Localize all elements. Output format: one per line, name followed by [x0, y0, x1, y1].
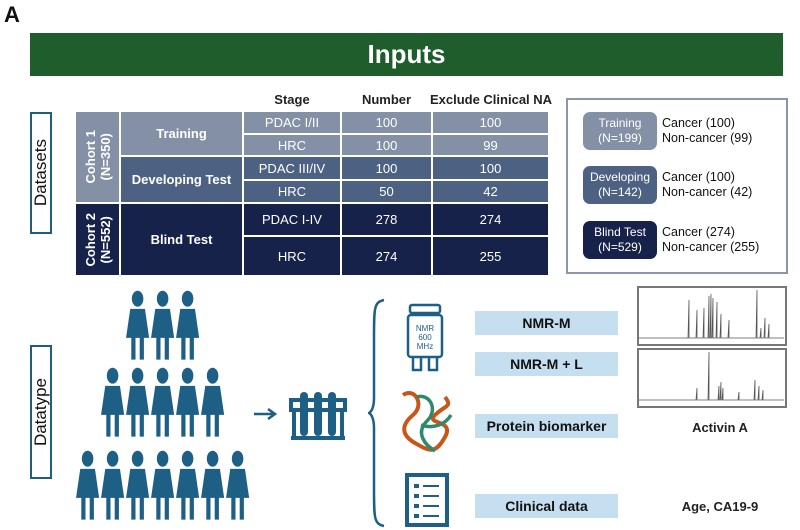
summary-cancer: Cancer (100) [662, 170, 735, 184]
table-cell-exclude: 100 [433, 157, 548, 179]
summary-noncancer: Non-cancer (255) [662, 240, 760, 254]
patient-population-icon [76, 290, 250, 520]
summary-n: (N=199) [598, 131, 642, 145]
cohort-n: (N=552) [97, 215, 113, 264]
table-cell-stage: HRC [244, 181, 340, 202]
person-icon [126, 367, 150, 437]
cohort-name: Cohort 1 [82, 130, 98, 184]
summary-name: Blind Test [594, 225, 646, 239]
table-cell-stage: PDAC I-IV [244, 204, 340, 235]
datatype-clinical: Clinical data [475, 494, 618, 518]
clinical-note: Age, CA19-9 [681, 499, 759, 514]
datasets-label-text: Datasets [31, 139, 50, 207]
table-cell-number: 100 [342, 157, 431, 179]
summary-counts: Cancer (100)Non-cancer (42) [662, 170, 752, 200]
table-cell-exclude: 100 [433, 112, 548, 133]
datatype-label-text: Datatype [31, 377, 50, 447]
summary-pill: Developing(N=142) [583, 166, 657, 204]
datasets-label: Datasets [30, 112, 52, 234]
datatype-label: Datatype [30, 345, 52, 479]
table-cell-number: 100 [342, 112, 431, 133]
person-icon [101, 367, 125, 437]
table-cell-number: 100 [342, 135, 431, 155]
table-cell-exclude: 255 [433, 237, 548, 275]
header-exclude: Exclude Clinical NA [429, 92, 553, 107]
person-icon [226, 450, 250, 520]
arrow-right-icon [254, 407, 278, 421]
table-cell-number: 50 [342, 181, 431, 202]
person-icon [201, 450, 225, 520]
nmr-icon-text: MHz [416, 342, 434, 351]
summary-name: Developing [589, 170, 651, 184]
summary-noncancer: Non-cancer (42) [662, 185, 753, 199]
clinical-checklist-icon [405, 473, 449, 527]
header-number: Number [361, 92, 412, 107]
protein-note: Activin A [692, 420, 748, 435]
summary-noncancer: Non-cancer (99) [662, 131, 753, 145]
summary-pill: Training(N=199) [583, 112, 657, 150]
table-cell-exclude: 99 [433, 135, 548, 155]
person-icon [151, 367, 175, 437]
table-cell-number: 274 [342, 237, 431, 275]
person-icon [176, 450, 200, 520]
brace-icon [368, 298, 385, 528]
person-icon [176, 290, 200, 360]
summary-n: (N=142) [598, 185, 642, 199]
person-icon [76, 450, 100, 520]
person-icon [126, 450, 150, 520]
nmr-icon-text: 600 [418, 333, 432, 342]
group-developing: Developing Test [121, 157, 242, 202]
person-icon [151, 450, 175, 520]
summary-n: (N=529) [598, 240, 642, 254]
summary-box [566, 98, 788, 274]
table-cell-stage: PDAC I/II [244, 112, 340, 133]
person-icon [151, 290, 175, 360]
group-training: Training [121, 112, 242, 155]
summary-cancer: Cancer (100) [662, 116, 735, 130]
person-icon [201, 367, 225, 437]
cohort-n: (N=350) [97, 133, 113, 181]
table-cell-stage: HRC [244, 135, 340, 155]
summary-cancer: Cancer (274) [662, 225, 735, 239]
table-cell-stage: PDAC III/IV [244, 157, 340, 179]
nmr-spectrum-m [637, 286, 787, 346]
summary-pill: Blind Test(N=529) [583, 221, 657, 259]
panel-letter: A [4, 2, 20, 27]
group-blind: Blind Test [121, 204, 242, 275]
cohort-1-cell: Cohort 1(N=350) [76, 112, 119, 202]
table-cell-stage: HRC [244, 237, 340, 275]
datatype-nmr-m: NMR-M [475, 311, 618, 335]
datatype-protein: Protein biomarker [475, 414, 618, 438]
protein-structure-icon [401, 391, 453, 453]
cohort-name: Cohort 2 [82, 212, 98, 267]
datatype-nmr-m-l: NMR-M + L [475, 352, 618, 376]
summary-counts: Cancer (100)Non-cancer (99) [662, 116, 752, 146]
table-cell-exclude: 274 [433, 204, 548, 235]
person-icon [126, 290, 150, 360]
nmr-spectrum-ml [637, 348, 787, 408]
table-cell-exclude: 42 [433, 181, 548, 202]
person-icon [101, 450, 125, 520]
test-tube-rack-icon [289, 392, 347, 440]
person-icon [176, 367, 200, 437]
summary-name: Training [598, 116, 642, 130]
table-cell-number: 278 [342, 204, 431, 235]
nmr-icon-text: NMR [415, 324, 435, 333]
header-stage: Stage [274, 92, 310, 107]
cohort-2-cell: Cohort 2(N=552) [76, 204, 119, 275]
summary-counts: Cancer (274)Non-cancer (255) [662, 225, 759, 255]
inputs-banner: Inputs [30, 33, 783, 76]
